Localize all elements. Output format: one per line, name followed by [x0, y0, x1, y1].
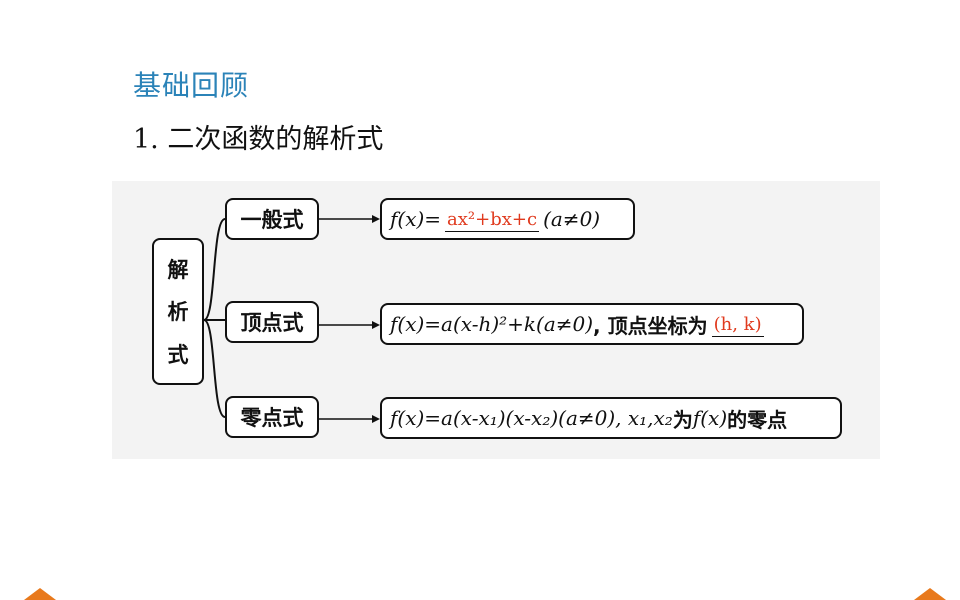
formula-suffix: (a≠0) [543, 207, 601, 231]
section-title: 基础回顾 [133, 69, 250, 102]
formula-prefix: f(x)=a(x-x₁)(x-x₂)(a≠0), x₁,x₂ [390, 406, 673, 430]
root-char: 析 [167, 300, 189, 325]
type-label: 顶点式 [240, 311, 304, 335]
formula-prefix: f(x)=a(x-h)²+k(a≠0) [390, 312, 594, 336]
root-box-analytic-form: 解 析 式 [152, 238, 204, 385]
formula-suffix: f(x) [692, 406, 728, 430]
formula-prefix: f(x)= [390, 207, 442, 231]
formula-box-zero-form: f(x)=a(x-x₁)(x-x₂)(a≠0), x₁,x₂ 为 f(x) 的零… [380, 397, 842, 439]
analytic-form-diagram: 解 析 式 一般式 f(x)= ax²+bx+c (a≠0) 顶点式 f(x)=… [112, 181, 880, 459]
brace-connector [203, 319, 226, 418]
answer-blank: (h, k) [711, 312, 764, 337]
arrow-head [372, 321, 380, 329]
middle-text: , 顶点坐标为 [593, 313, 708, 338]
triangle-left-nav-icon[interactable] [24, 588, 56, 600]
type-box-zero-form: 零点式 [225, 396, 319, 438]
answer-blank: ax²+bx+c [445, 207, 540, 232]
answer-text: (h, k) [713, 313, 762, 335]
type-label: 零点式 [240, 406, 304, 430]
root-char: 式 [167, 342, 189, 367]
triangle-right-nav-icon[interactable] [914, 588, 946, 600]
answer-text: ax²+bx+c [447, 208, 538, 230]
arrow-head [372, 215, 380, 223]
brace-connector [203, 218, 226, 321]
tail-text: 的零点 [727, 407, 788, 432]
root-char: 解 [167, 258, 189, 283]
connector-lines [203, 215, 380, 423]
middle-text: 为 [672, 407, 693, 432]
arrow-head [372, 415, 380, 423]
formula-box-vertex-form: f(x)=a(x-h)²+k(a≠0) , 顶点坐标为 (h, k) [380, 303, 804, 345]
type-box-general-form: 一般式 [225, 198, 319, 240]
formula-box-general-form: f(x)= ax²+bx+c (a≠0) [380, 198, 635, 240]
subtitle: 1. 二次函数的解析式 [133, 124, 384, 155]
type-box-vertex-form: 顶点式 [225, 301, 319, 343]
type-label: 一般式 [240, 208, 304, 232]
